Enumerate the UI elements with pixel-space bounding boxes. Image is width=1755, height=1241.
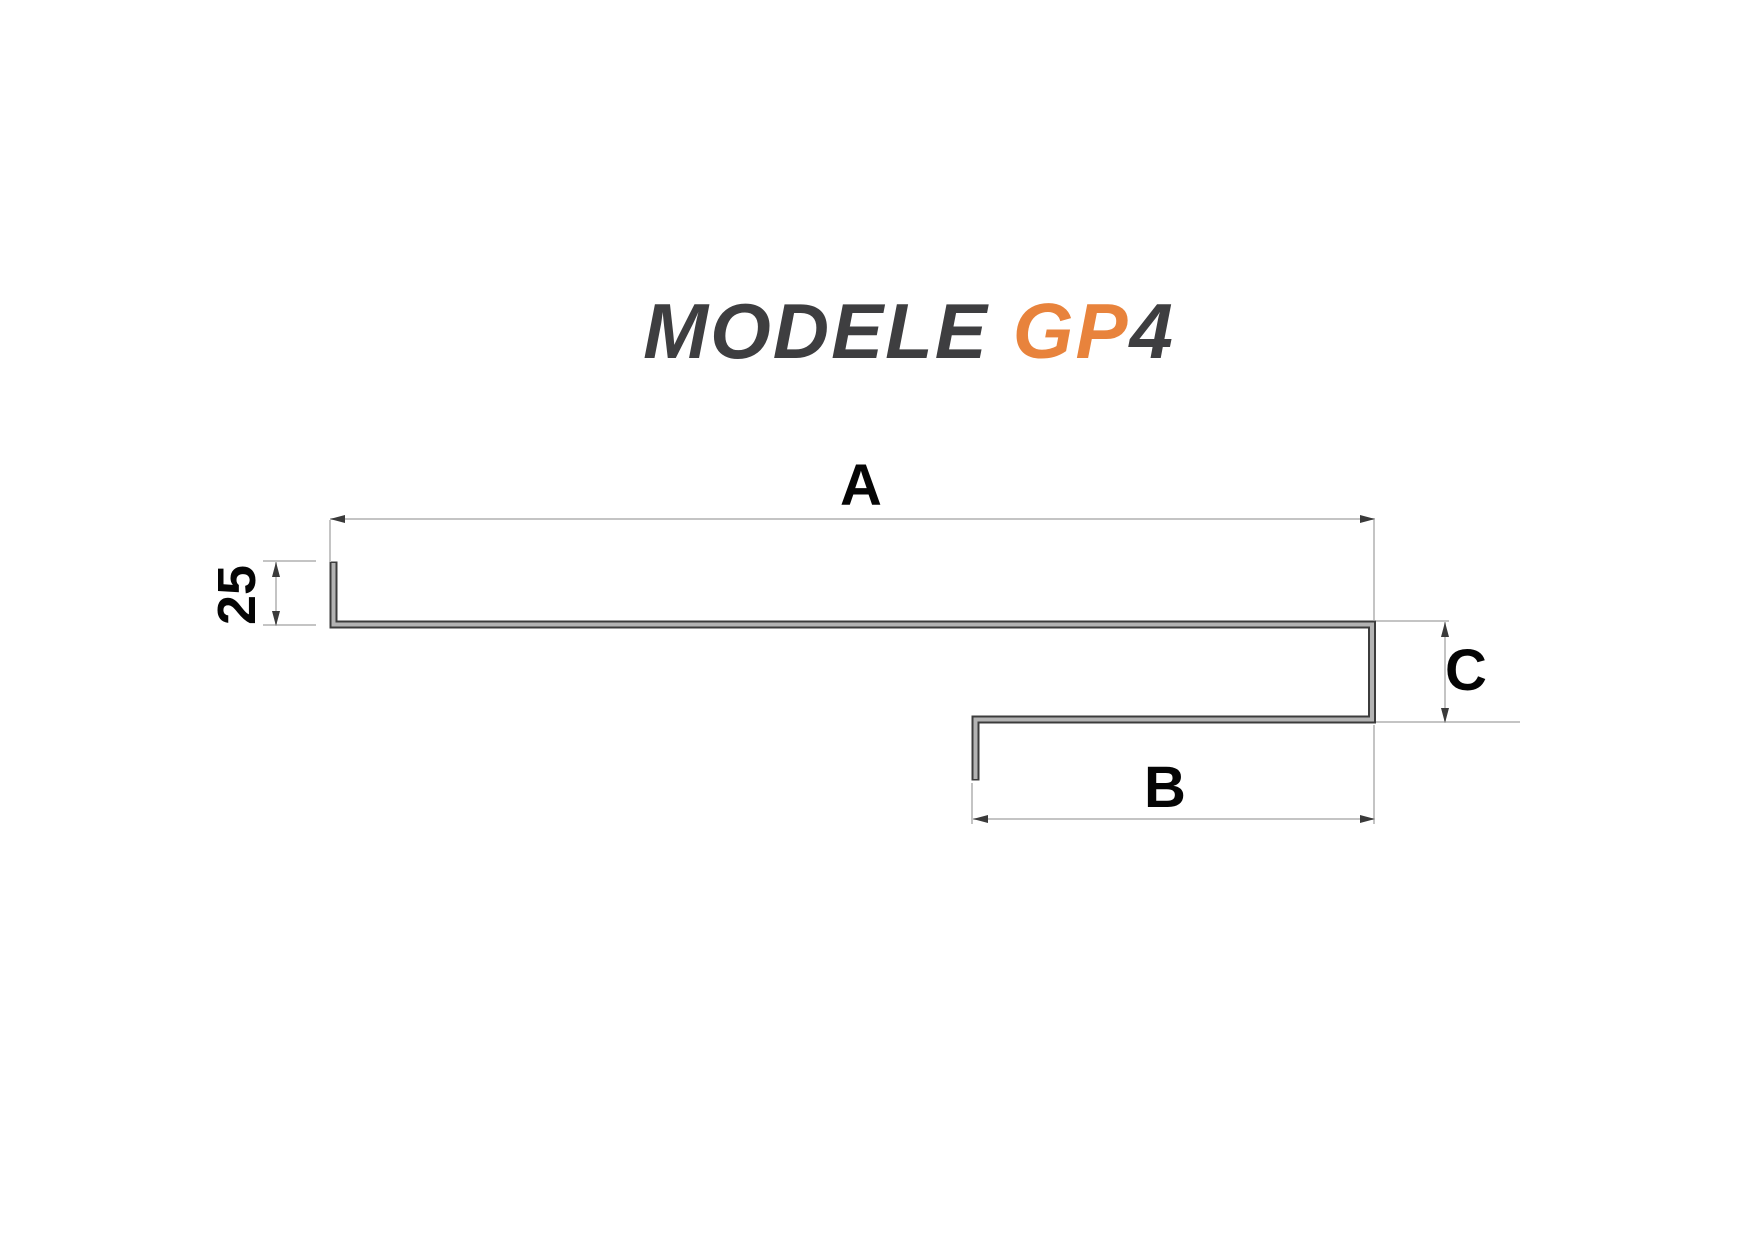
dim-b-arrow-right-icon bbox=[1360, 815, 1375, 823]
profile-core bbox=[331, 563, 1374, 779]
dim-25-arrow-bottom-icon bbox=[272, 611, 280, 626]
dim-b-line bbox=[973, 818, 1375, 820]
profile-outline bbox=[329, 561, 1376, 781]
dim-25-label: 25 bbox=[207, 564, 267, 626]
title-model-word: MODELE bbox=[643, 287, 989, 375]
dim-a-line bbox=[330, 518, 1375, 520]
dim-b-arrow-left-icon bbox=[973, 815, 988, 823]
dim-b-label: B bbox=[1144, 755, 1186, 820]
dim-a-arrow-right-icon bbox=[1360, 515, 1375, 523]
dim-b-extension-left bbox=[971, 783, 973, 824]
dim-25-line bbox=[275, 562, 277, 626]
dim-25-arrow-top-icon bbox=[272, 562, 280, 577]
title-code-suffix: 4 bbox=[1129, 287, 1175, 375]
dim-c-label: C bbox=[1445, 638, 1487, 703]
dim-a-extension-right bbox=[1373, 520, 1375, 620]
title-code-accent: GP bbox=[1012, 287, 1130, 375]
dim-c-arrow-top-icon bbox=[1441, 622, 1449, 637]
dim-a-label: A bbox=[840, 453, 882, 518]
dim-25-extension-top bbox=[263, 560, 316, 562]
dim-b-extension-right bbox=[1373, 725, 1375, 824]
dim-c-extension-top bbox=[1376, 620, 1449, 622]
dim-c-arrow-bottom-icon bbox=[1441, 708, 1449, 723]
dim-a-extension-left bbox=[329, 520, 331, 562]
dim-c-line bbox=[1444, 622, 1446, 723]
dim-25-extension-bottom bbox=[263, 624, 316, 626]
dim-a-arrow-left-icon bbox=[330, 515, 345, 523]
